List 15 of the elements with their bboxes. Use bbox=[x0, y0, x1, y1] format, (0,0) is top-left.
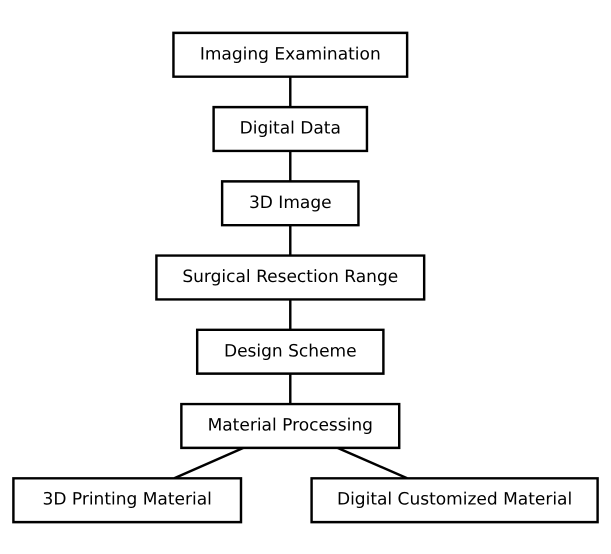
connector bbox=[174, 446, 244, 479]
connector bbox=[289, 224, 292, 255]
node-box: Surgical Resection Range bbox=[155, 254, 426, 300]
node-box: 3D Printing Material bbox=[12, 476, 242, 523]
connector bbox=[289, 76, 292, 106]
node-box: Digital Customized Material bbox=[310, 476, 599, 523]
connector bbox=[289, 299, 292, 330]
connector bbox=[337, 446, 408, 479]
node-box: 3D Image bbox=[220, 180, 360, 226]
node-box: Design Scheme bbox=[196, 328, 385, 374]
node-box: Imaging Examination bbox=[172, 31, 408, 78]
connector bbox=[289, 150, 292, 181]
node-box: Material Processing bbox=[180, 402, 400, 449]
connector bbox=[289, 373, 292, 404]
node-box: Digital Data bbox=[212, 105, 368, 152]
